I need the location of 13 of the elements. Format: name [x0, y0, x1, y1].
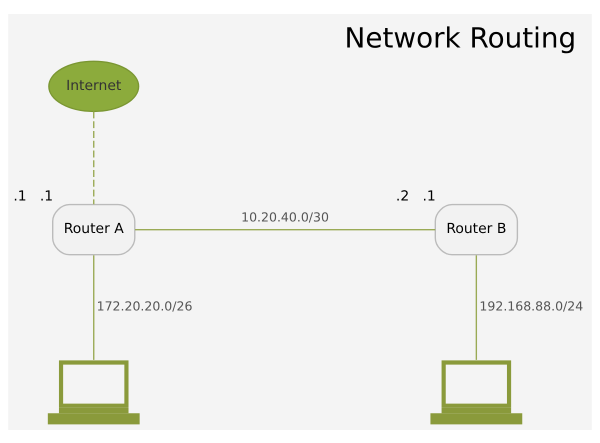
edge-label: 172.20.20.0/26	[96, 298, 192, 314]
diagram-title: Network Routing	[344, 20, 576, 54]
connector	[476, 254, 478, 360]
node-label: .2 .1	[396, 188, 436, 204]
node-ellipse: Internet	[48, 60, 140, 112]
connector	[93, 111, 94, 204]
node-box: Router B	[434, 203, 518, 255]
edge-label: 192.168.88.0/24	[479, 298, 584, 314]
connector	[135, 228, 436, 230]
node-label: .1 .1	[13, 188, 54, 204]
node-box: Router A	[52, 203, 136, 255]
edge-label: 10.20.40.0/30	[241, 209, 329, 224]
connector	[93, 254, 94, 360]
